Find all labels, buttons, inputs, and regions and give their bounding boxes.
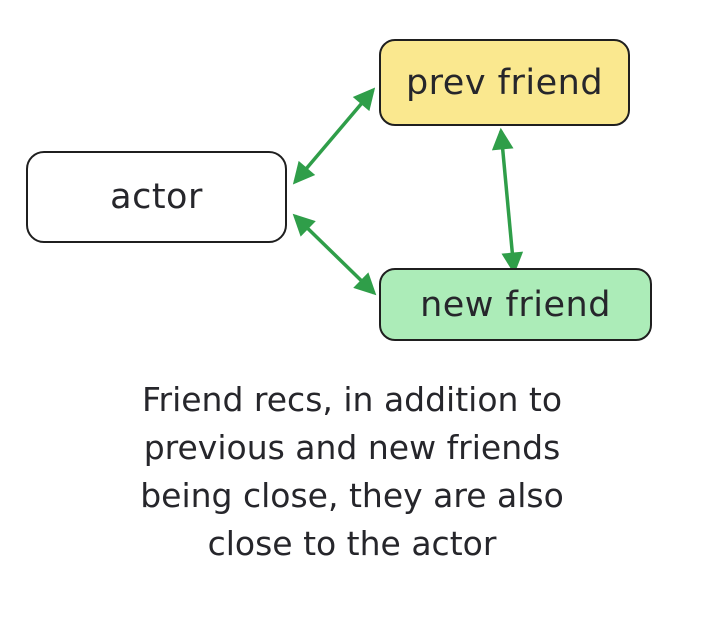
caption-line: close to the actor [207,524,497,563]
caption-line: Friend recs, in addition to [141,380,563,419]
caption-line: being close, they are also [140,476,564,515]
node-new-friend-label: new friend [420,284,611,325]
node-new-friend: new friend [379,268,652,341]
node-prev-friend: prev friend [379,39,630,126]
node-prev-friend-label: prev friend [405,62,604,103]
caption-line: previous and new friends [143,428,561,467]
edge-actor-prev-friend-arrow [292,87,376,185]
caption: Friend recs, in addition to previous and… [0,376,704,568]
node-actor-label: actor [110,177,203,217]
edge-actor-new-friend-arrow [292,213,377,296]
edge-prev-friend-new-friend-arrow [491,127,524,275]
node-actor: actor [26,151,287,243]
